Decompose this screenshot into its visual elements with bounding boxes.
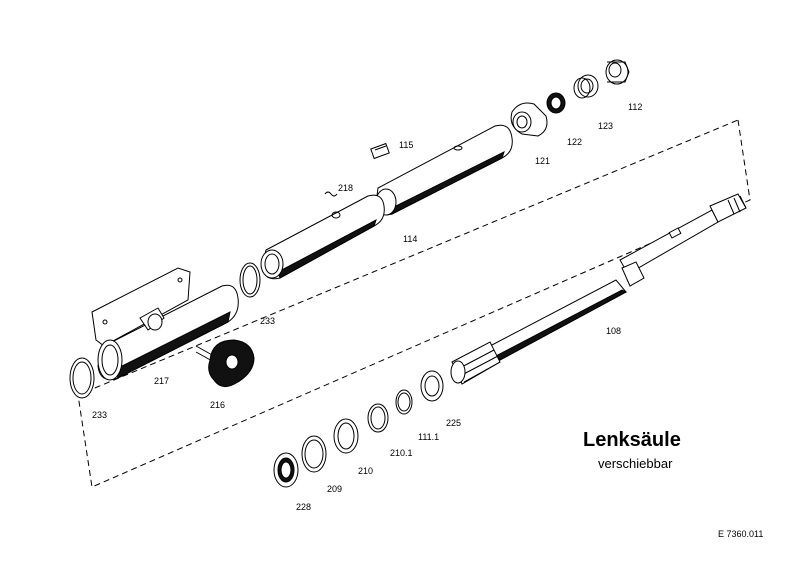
outer-tube-114	[375, 124, 513, 216]
steering-shaft-108	[450, 193, 747, 385]
bearing-housing-121	[510, 102, 548, 137]
label-218: 218	[338, 183, 353, 193]
label-210-1: 210.1	[390, 448, 413, 458]
ring-228	[273, 452, 299, 488]
knob-216	[195, 339, 255, 387]
diagram-title: Lenksäule	[583, 429, 681, 451]
label-115: 115	[399, 140, 413, 150]
ring-111-1	[395, 389, 413, 415]
label-233-upper: 233	[260, 316, 275, 326]
washer-123	[573, 74, 599, 99]
tube-218	[260, 191, 385, 280]
label-210: 210	[358, 466, 373, 476]
ring-233-lower	[69, 357, 95, 399]
label-112: 112	[628, 102, 642, 112]
label-225: 225	[446, 418, 461, 428]
label-233-lower: 233	[92, 410, 107, 420]
clip-115	[370, 142, 390, 160]
label-121: 121	[535, 156, 550, 166]
label-123: 123	[598, 121, 613, 131]
clamp-tube-217	[91, 267, 239, 381]
label-209: 209	[327, 484, 342, 494]
label-111-1: 111.1	[418, 432, 439, 442]
ring-210	[333, 418, 359, 454]
label-217: 217	[154, 376, 169, 386]
label-114: 114	[403, 234, 417, 244]
label-122: 122	[567, 137, 582, 147]
ring-209	[301, 435, 327, 473]
bearing-122	[546, 92, 566, 114]
ring-225	[420, 370, 444, 402]
nut-112	[605, 59, 630, 85]
label-108: 108	[606, 326, 621, 336]
ring-210-1	[367, 403, 389, 433]
ring-233-upper	[239, 262, 261, 298]
diagram-subtitle: verschiebbar	[598, 456, 673, 471]
drawing-number: E 7360.011	[718, 529, 763, 539]
label-216: 216	[210, 400, 225, 410]
assembly-dash-line	[77, 119, 751, 488]
label-228: 228	[296, 502, 311, 512]
